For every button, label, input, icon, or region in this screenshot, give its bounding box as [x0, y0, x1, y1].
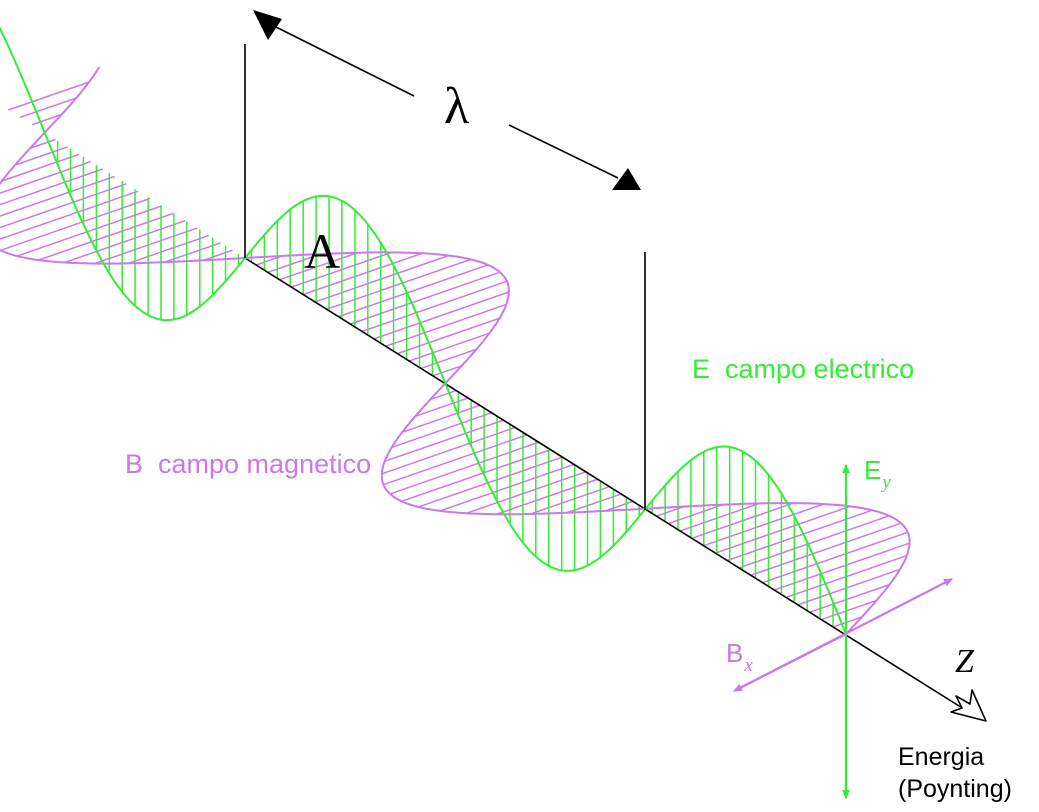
magnetic-hatch-line	[279, 252, 358, 281]
ey-label: Ey	[864, 455, 891, 493]
magnetic-hatch-line	[704, 503, 825, 547]
magnetic-hatch-line	[16, 205, 163, 257]
electric-field-curve	[0, 26, 847, 635]
wavelength-arrow-right	[508, 124, 619, 179]
magnetic-hatch-line	[1, 153, 80, 182]
magnetic-hatch-line	[763, 531, 909, 584]
ey-label-main: E	[864, 455, 881, 485]
magnetic-hatch-line	[414, 397, 469, 418]
magnetic-hatch-line	[656, 505, 685, 517]
ey-label-sub: y	[880, 472, 891, 493]
magnetic-hatch-line	[338, 264, 489, 318]
magnetic-hatch-line	[64, 219, 186, 264]
wavelength-arrowhead-left	[253, 10, 282, 40]
magnetic-hatch-line	[397, 317, 500, 355]
magnetic-hatch-line	[19, 97, 77, 119]
magnetic-hatch-line	[384, 419, 505, 463]
magnetic-hatch-line	[385, 303, 507, 347]
magnetic-hatch-line	[0, 175, 115, 217]
magnetic-hatch-line	[31, 113, 62, 126]
propagation-axis	[244, 257, 976, 717]
magnetic-hatch-line	[0, 183, 127, 229]
magnetic-hatch-line	[0, 197, 151, 252]
magnetic-hatch-line	[0, 160, 92, 195]
electric-field-hatching	[56, 140, 834, 626]
magnetic-hatch-line	[751, 522, 902, 576]
magnetic-hatch-line	[530, 485, 611, 515]
magnetic-hatch-line	[439, 463, 575, 512]
magnetic-hatch-line	[303, 252, 423, 296]
magnetic-hatch-line	[605, 500, 634, 512]
bx-label-sub: x	[743, 655, 753, 676]
magnetic-field-hatching	[0, 81, 910, 628]
magnetic-hatch-line	[128, 234, 210, 265]
magnetic-hatch-line	[383, 433, 528, 486]
magnetic-hatch-line	[409, 332, 490, 362]
magnetic-hatch-line	[466, 470, 587, 515]
magnetic-hatch-line	[350, 271, 501, 325]
magnetic-hatch-line	[798, 568, 901, 606]
magnetic-hatch-line	[727, 509, 873, 561]
energy-label-line2: (Poynting)	[898, 775, 1012, 803]
magnetic-field-label: B campo magnetico	[125, 449, 371, 479]
magnetic-hatch-line	[401, 404, 481, 434]
poynting-arrowhead-icon	[950, 689, 987, 722]
magnetic-hatch-line	[391, 411, 493, 449]
z-axis-label: Z	[955, 643, 975, 680]
magnetic-hatch-line	[822, 599, 877, 620]
magnetic-hatch-line	[496, 478, 599, 515]
magnetic-hatch-line	[29, 138, 56, 150]
magnetic-hatch-line	[8, 81, 90, 111]
magnetic-hatch-line	[418, 456, 564, 508]
magnetic-hatch-line	[38, 212, 174, 261]
wavelength-arrow-left	[269, 23, 415, 97]
magnetic-hatch-line	[715, 505, 851, 554]
magnetic-hatch-line	[14, 146, 68, 166]
magnetic-hatch-line	[314, 254, 450, 303]
magnetic-field-curve	[0, 66, 911, 635]
magnetic-hatch-line	[680, 502, 760, 532]
magnetic-hatch-line	[362, 280, 508, 333]
bx-label-main: B	[726, 638, 743, 668]
electric-field-label: E campo electrico	[692, 354, 914, 384]
magnetic-hatch-line	[0, 190, 139, 240]
magnetic-hatch-line	[94, 227, 198, 265]
bx-component-arrow-back	[733, 633, 847, 692]
energy-label: Energia (Poynting)	[898, 743, 1012, 803]
wavelength-arrowhead-right	[612, 168, 641, 190]
magnetic-hatch-line	[432, 365, 462, 377]
magnetic-hatch-line	[429, 389, 457, 401]
magnetic-hatch-line	[389, 441, 540, 495]
magnetic-hatch-line	[774, 542, 910, 591]
wavelength-label: λ	[444, 78, 469, 135]
magnetic-hatch-line	[401, 448, 552, 503]
amplitude-label: A	[304, 223, 340, 279]
magnetic-hatch-line	[833, 616, 863, 628]
bx-label: Bx	[726, 638, 753, 676]
magnetic-hatch-line	[203, 249, 233, 262]
magnetic-hatch-line	[326, 258, 472, 310]
magnetic-hatch-line	[373, 291, 510, 340]
magnetic-hatch-line	[810, 583, 890, 613]
energy-label-line1: Energia	[898, 743, 984, 771]
magnetic-hatch-line	[739, 515, 890, 569]
magnetic-hatch-line	[421, 348, 477, 370]
magnetic-hatch-line	[381, 426, 516, 475]
